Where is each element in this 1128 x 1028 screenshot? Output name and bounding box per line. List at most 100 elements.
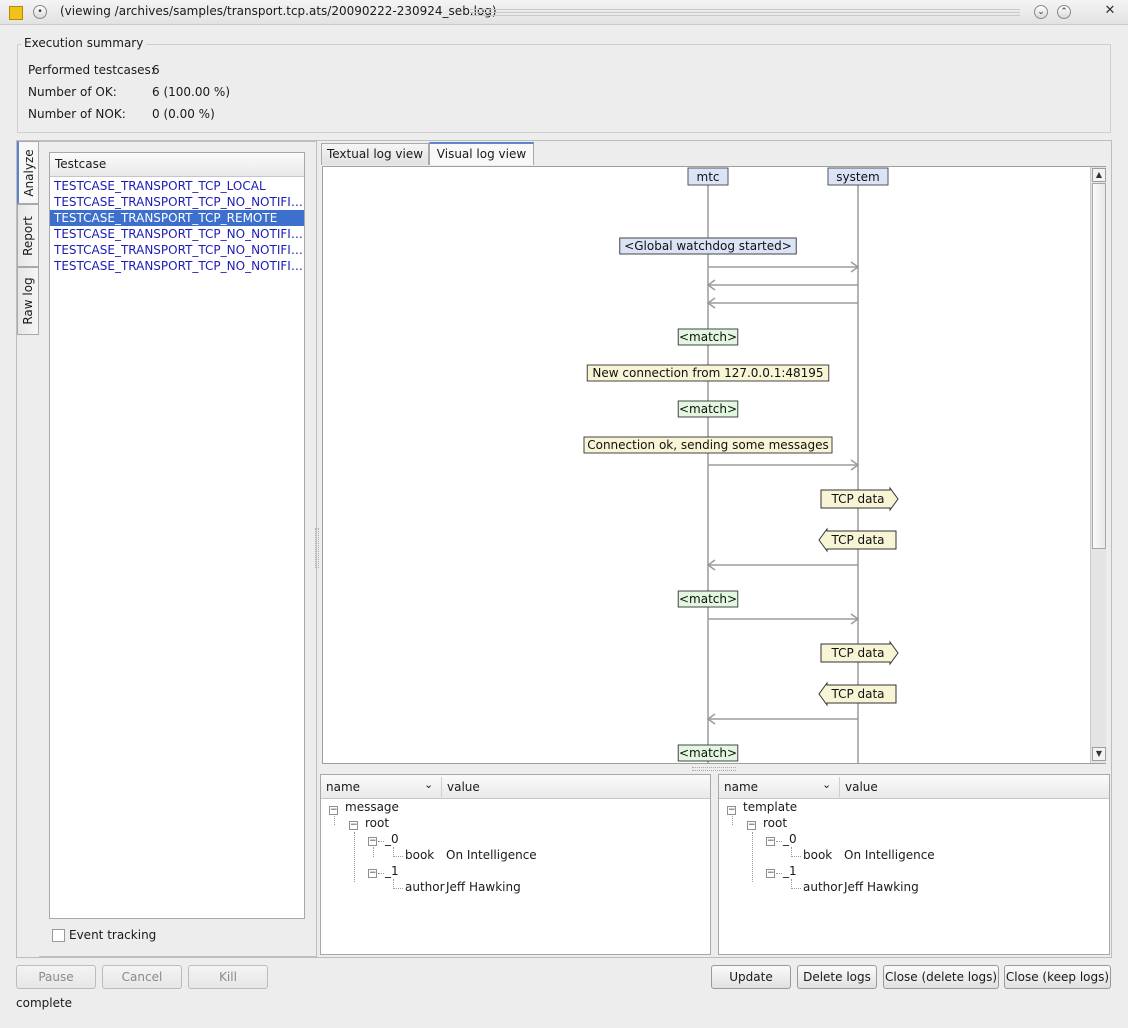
title-bar: • (viewing /archives/samples/transport.t…: [0, 0, 1128, 25]
log-event-text: Connection ok, sending some messages: [587, 438, 829, 452]
tree-line: [334, 816, 335, 825]
kill-button[interactable]: Kill: [188, 965, 268, 989]
collapse-icon[interactable]: −: [329, 805, 338, 815]
testcase-item[interactable]: TESTCASE_TRANSPORT_TCP_NO_NOTIFICATION: [54, 195, 304, 209]
testcase-column-header[interactable]: Testcase: [50, 153, 304, 177]
chevron-down-icon[interactable]: ⌄: [822, 778, 832, 791]
log-event-text: <match>: [679, 402, 737, 416]
message-value-column[interactable]: value: [447, 780, 480, 794]
minimize-button[interactable]: ⌄: [1034, 5, 1048, 19]
tree-line: [393, 888, 403, 889]
collapse-icon[interactable]: −: [368, 836, 377, 846]
maximize-button[interactable]: ⌃: [1057, 5, 1071, 19]
arrow-head-icon: [706, 279, 716, 291]
tree-line: [354, 832, 355, 882]
tree-leaf-value: Jeff Hawking: [446, 880, 521, 894]
tree-line: [791, 847, 792, 857]
testcase-item[interactable]: TESTCASE_TRANSPORT_TCP_LOCAL: [54, 179, 266, 193]
tree-node-1[interactable]: _1: [783, 864, 797, 878]
ok-value: 6 (100.00 %): [152, 85, 231, 99]
tree-line: [393, 847, 394, 857]
cancel-button[interactable]: Cancel: [102, 965, 182, 989]
log-event-text: <match>: [679, 330, 737, 344]
status-text: complete: [16, 996, 73, 1010]
tree-line: [776, 873, 782, 874]
tab-analyze[interactable]: Analyze: [17, 141, 39, 204]
tab-visual-log-view[interactable]: Visual log view: [429, 142, 534, 165]
tree-line: [776, 841, 782, 842]
close-delete-logs-button[interactable]: Close (delete logs): [883, 965, 999, 989]
tcp-data-label: TCP data: [830, 492, 884, 506]
template-name-column[interactable]: name: [724, 780, 759, 794]
scroll-up-icon[interactable]: ▲: [1092, 168, 1106, 182]
template-tree[interactable]: name ⌄ value − template − root − _0 book…: [718, 774, 1110, 955]
tab-report-label: Report: [21, 215, 35, 256]
testcase-item[interactable]: TESTCASE_TRANSPORT_TCP_NO_NOTIFICATION: [54, 243, 304, 257]
tab-raw-log[interactable]: Raw log: [17, 267, 39, 335]
tcp-data-out-icon: [820, 640, 899, 666]
update-button[interactable]: Update: [711, 965, 791, 989]
event-tracking-checkbox[interactable]: [52, 929, 65, 942]
log-event-yellow: [583, 436, 833, 454]
tcp-data-out-icon: [820, 486, 899, 512]
scrollbar-thumb[interactable]: [1092, 183, 1106, 549]
tree-node-template[interactable]: template: [743, 800, 798, 814]
arrow-head-icon: [706, 559, 716, 571]
collapse-icon[interactable]: −: [727, 805, 736, 815]
collapse-icon[interactable]: −: [766, 868, 775, 878]
event-tracking-label: Event tracking: [69, 928, 157, 942]
tree-node-1[interactable]: _1: [385, 864, 399, 878]
testcase-item[interactable]: TESTCASE_TRANSPORT_TCP_NO_NOTIFICATION: [54, 227, 304, 241]
scroll-down-icon[interactable]: ▼: [1092, 747, 1106, 761]
testcase-item-selected[interactable]: TESTCASE_TRANSPORT_TCP_REMOTE: [50, 210, 304, 226]
tab-report[interactable]: Report: [17, 204, 39, 267]
collapse-icon[interactable]: −: [368, 868, 377, 878]
lifeline-header-system: [827, 167, 889, 186]
diagram-scrollbar[interactable]: ▲ ▼: [1090, 167, 1106, 763]
testcase-item[interactable]: TESTCASE_TRANSPORT_TCP_NO_NOTIFICATION: [54, 259, 304, 273]
window-menu-button[interactable]: •: [33, 5, 47, 19]
delete-logs-button[interactable]: Delete logs: [797, 965, 877, 989]
window-title: (viewing /archives/samples/transport.tcp…: [60, 4, 497, 18]
tree-leaf-value: On Intelligence: [844, 848, 935, 862]
tree-leaf-key[interactable]: book: [405, 848, 435, 862]
message-tree[interactable]: name ⌄ value − message − root − _0 book …: [320, 774, 711, 955]
tree-line: [378, 841, 384, 842]
template-value-column[interactable]: value: [845, 780, 878, 794]
tree-node-message[interactable]: message: [345, 800, 399, 814]
column-separator: [839, 777, 840, 797]
tree-leaf-key[interactable]: book: [803, 848, 833, 862]
log-event-blue: [619, 237, 797, 255]
close-keep-logs-button[interactable]: Close (keep logs): [1004, 965, 1111, 989]
pause-button[interactable]: Pause: [16, 965, 96, 989]
close-icon[interactable]: ✕: [1104, 3, 1116, 18]
chevron-down-icon[interactable]: ⌄: [424, 778, 434, 791]
tree-leaf-value: On Intelligence: [446, 848, 537, 862]
tree-node-root[interactable]: root: [763, 816, 788, 830]
message-name-column[interactable]: name: [326, 780, 361, 794]
log-event-green: [677, 590, 739, 608]
tree-node-root[interactable]: root: [365, 816, 390, 830]
tree-line: [373, 847, 374, 857]
testcase-list[interactable]: Testcase TESTCASE_TRANSPORT_TCP_LOCAL TE…: [49, 152, 305, 919]
tree-node-0[interactable]: _0: [385, 832, 399, 846]
tree-leaf-key[interactable]: author: [803, 880, 843, 894]
collapse-icon[interactable]: −: [766, 836, 775, 846]
tcp-data-in-icon: [818, 527, 897, 553]
nok-row: Number of NOK: 0 (0.00 %): [28, 107, 215, 121]
tab-raw-log-label: Raw log: [21, 277, 35, 325]
tcp-data-label: TCP data: [830, 533, 884, 547]
execution-summary-box: Performed testcases: 6 Number of OK: 6 (…: [17, 44, 1111, 133]
template-tree-header: name ⌄ value: [719, 775, 1109, 799]
collapse-icon[interactable]: −: [349, 820, 358, 830]
tab-textual-log-view[interactable]: Textual log view: [321, 143, 429, 165]
log-event-yellow: [586, 364, 830, 382]
tree-node-0[interactable]: _0: [783, 832, 797, 846]
vertical-splitter-handle[interactable]: [315, 528, 319, 568]
collapse-icon[interactable]: −: [747, 820, 756, 830]
horizontal-splitter-handle[interactable]: [692, 767, 736, 771]
tree-leaf-key[interactable]: author: [405, 880, 445, 894]
arrow-head-icon: [850, 613, 860, 625]
